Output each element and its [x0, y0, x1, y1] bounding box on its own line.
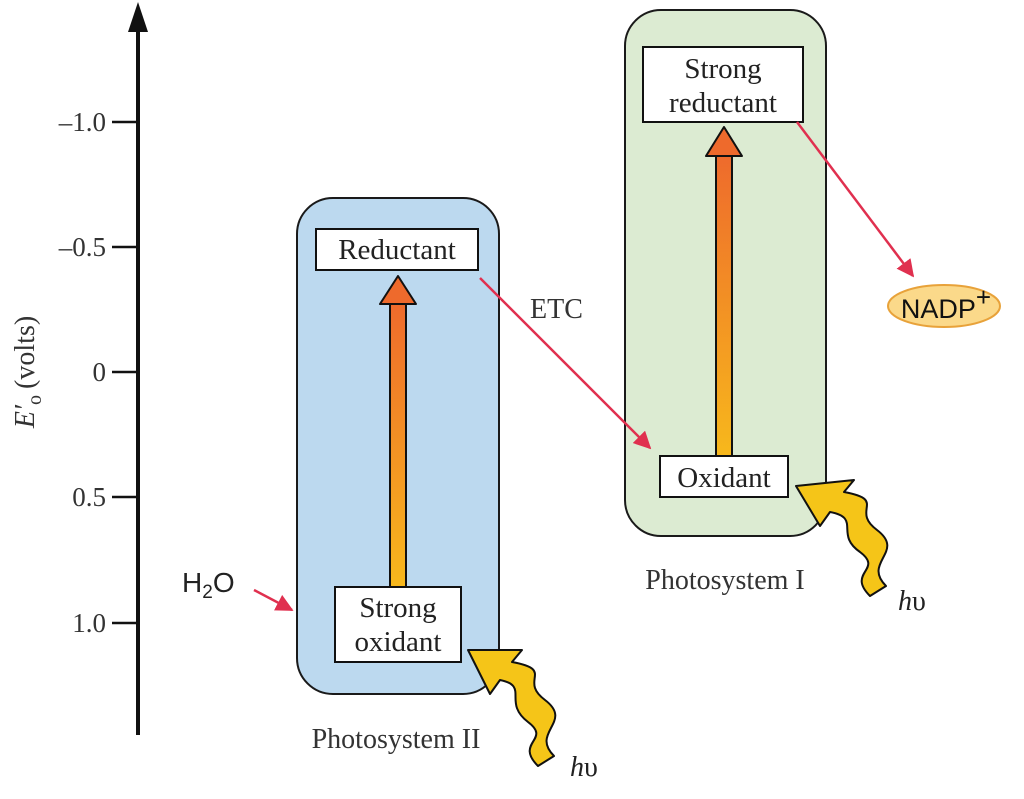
nadp-badge: NADP+ — [887, 282, 1001, 328]
water-label-suffix: O — [213, 567, 235, 598]
axis-title: E′o (volts) — [10, 316, 46, 429]
axis-title-unit: (volts) — [10, 316, 41, 389]
light-h: h — [898, 586, 912, 617]
nadp-ellipse — [887, 284, 1001, 328]
energy-axis: –1.0 –0.5 0 0.5 1.0 E′o (volts) — [10, 2, 148, 735]
photosystem-ii-label: Photosystem II — [312, 724, 481, 755]
light-h: h — [570, 752, 584, 783]
photosystem-ii: Reductant Strong oxidant Photosystem II — [296, 197, 500, 755]
psii-excitation-shaft — [389, 301, 407, 588]
oxidant-box — [659, 455, 789, 498]
axis-arrowhead — [128, 2, 148, 32]
nadp-label: NADP+ — [901, 282, 991, 324]
water-label-subscript: 2 — [202, 582, 213, 603]
strong-reductant-label-line2: reductant — [669, 87, 777, 119]
water-label: H2O — [182, 567, 235, 603]
light-label-psi: hυ — [898, 586, 926, 617]
tick-label: 0.5 — [72, 482, 106, 512]
tick-label: –0.5 — [58, 232, 106, 262]
strong-reductant-label-line1: Strong — [684, 53, 761, 85]
psi-excitation-shaft — [715, 153, 733, 457]
strong-oxidant-label-line2: oxidant — [355, 626, 442, 658]
photosystem-i-label: Photosystem I — [645, 565, 804, 596]
tick-label: –1.0 — [58, 107, 106, 137]
strong-oxidant-box — [334, 586, 462, 663]
etc-label: ETC — [530, 294, 583, 325]
nadp-arrow — [796, 121, 915, 278]
water-arrow — [253, 588, 294, 612]
strong-reductant-box — [642, 46, 804, 123]
light-nu: υ — [912, 586, 926, 617]
photosystem-i: Strong reductant Oxidant Photosystem I — [624, 9, 827, 596]
oxidant-label: Oxidant — [677, 462, 770, 494]
light-wave-icon — [795, 479, 889, 597]
psi-excitation-arrowhead — [705, 126, 743, 157]
tick-label: 1.0 — [72, 608, 106, 638]
water-label-prefix: H — [182, 567, 202, 598]
reductant-label: Reductant — [338, 234, 456, 266]
strong-oxidant-label-line1: Strong — [359, 592, 436, 624]
light-nu: υ — [584, 752, 598, 783]
nadp-label-text: NADP — [901, 294, 976, 324]
axis-title-subscript: o — [24, 395, 46, 405]
light-input-psii: hυ — [467, 649, 598, 783]
light-label-psii: hυ — [570, 752, 598, 783]
reductant-box — [315, 228, 479, 271]
nadp-label-superscript: + — [976, 282, 991, 312]
psii-excitation-arrowhead — [379, 275, 417, 305]
light-input-psi: hυ — [795, 479, 926, 617]
etc-arrow — [479, 277, 652, 450]
axis-title-symbol: E′ — [10, 404, 41, 429]
tick-label: 0 — [93, 357, 107, 387]
light-wave-icon — [467, 649, 557, 767]
